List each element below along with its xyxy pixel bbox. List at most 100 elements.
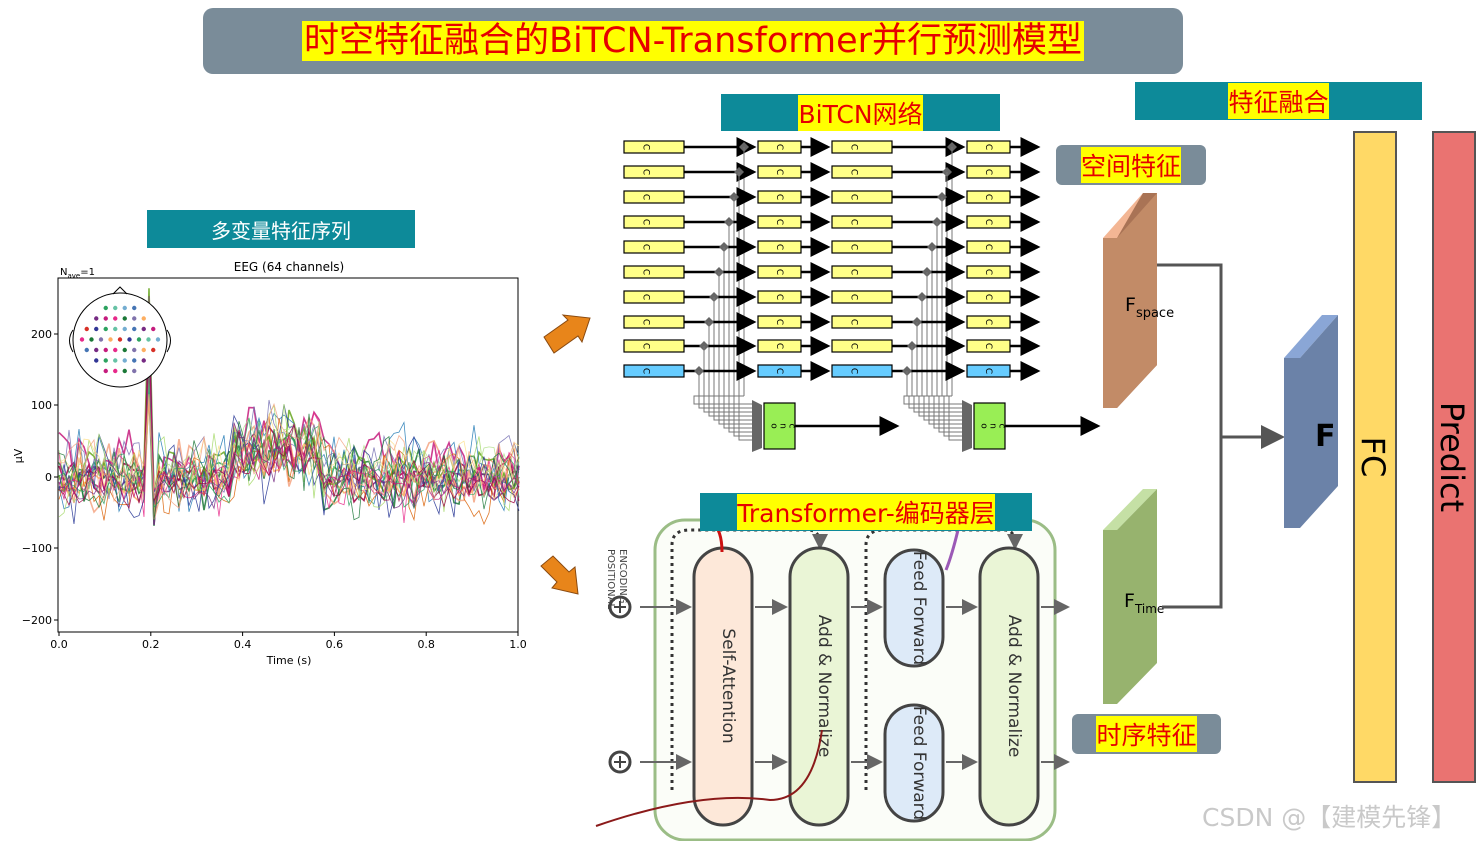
spatial-label-box: 空间特征: [1056, 145, 1206, 185]
tcn-cell: [831, 165, 893, 179]
transformer-label-box: Transformer-编码器层: [700, 493, 1032, 531]
tcn-cell-label: C: [983, 269, 993, 275]
eeg-ytick-label: −100: [22, 542, 52, 555]
tcn-cell: [831, 265, 893, 279]
page-title: 时空特征融合的BiTCN-Transformer并行预测模型: [301, 21, 1085, 61]
eeg-xtick-label: 0.8: [417, 638, 435, 651]
tcn-cell-label: C: [983, 294, 993, 300]
watermark: CSDN @【建模先锋】: [1202, 803, 1457, 832]
tcn-cell: [831, 290, 893, 304]
tcn-cell-label: C: [641, 194, 651, 200]
temporal-label: 时序特征: [1096, 716, 1197, 752]
tcn-cell: [623, 165, 685, 179]
eeg-title: EEG (64 channels): [234, 260, 344, 274]
ftime-block: FTime: [1103, 489, 1164, 704]
tcn-cell: [623, 364, 685, 378]
tcn-cell: [623, 140, 685, 154]
predict-label: Predict: [1433, 402, 1471, 512]
feed-forward-label-2: Feed Forward: [909, 706, 929, 820]
fusion-label: 特征融合: [1228, 83, 1329, 119]
transformer-label: Transformer-编码器层: [737, 494, 995, 530]
arrow-to-transformer-icon: [540, 555, 579, 595]
concat-label: n: [988, 423, 998, 429]
tcn-cell: [623, 215, 685, 229]
tcn-cell-label: C: [849, 169, 859, 175]
tcn-cell: [831, 364, 893, 378]
tcn-cell: [831, 215, 893, 229]
concat-label: o: [979, 423, 989, 429]
eeg-traces: [58, 288, 520, 526]
multivariate-label-box: 多变量特征序列: [147, 210, 415, 248]
add-normalize-label-1: Add & Normalize: [814, 615, 834, 758]
add-normalize-block-2: [978, 546, 1040, 827]
tcn-cell-label: C: [774, 219, 784, 225]
tcn-cell-label: C: [849, 319, 859, 325]
tcn-cell-label: C: [849, 244, 859, 250]
self-attention-label: Self-Attention: [718, 628, 738, 743]
tcn-cell-label: C: [983, 368, 993, 374]
tcn-cell: [831, 339, 893, 353]
feed-forward-block-1: [883, 548, 945, 668]
tcn-cell: [831, 190, 893, 204]
eeg-xtick-label: 0.6: [326, 638, 344, 651]
tcn-cell-label: C: [849, 144, 859, 150]
positional-encoding-icon: [608, 595, 632, 619]
eeg-ylabel: μV: [12, 448, 25, 463]
tcn-cell-label: C: [774, 194, 784, 200]
encoding-label: ENCODING: [617, 549, 628, 604]
eeg-ytick-label: 100: [31, 399, 52, 412]
tcn-cell-label: C: [641, 169, 651, 175]
spatial-label: 空间特征: [1080, 147, 1181, 183]
concat-label: n: [778, 423, 788, 429]
head-topomap-icon: [69, 286, 171, 388]
tcn-cell-label: C: [641, 244, 651, 250]
eeg-xtick-label: 1.0: [509, 638, 527, 651]
tcn-cell-label: C: [774, 319, 784, 325]
ftime-label: FTime: [1124, 590, 1164, 616]
tcn-cell: [831, 315, 893, 329]
positional-encoding-icon-2: [608, 750, 632, 774]
positional-label: POSITIONAL: [605, 549, 616, 609]
tcn-cell-label: C: [774, 144, 784, 150]
tcn-cell-label: C: [849, 219, 859, 225]
tcn-cell-label: C: [983, 343, 993, 349]
tcn-cell-label: C: [983, 319, 993, 325]
tcn-cell-label: C: [641, 368, 651, 374]
temporal-label-box: 时序特征: [1072, 714, 1221, 754]
add-normalize-block-1: [788, 546, 850, 827]
arrow-to-bitcn-icon: [543, 314, 591, 354]
tcn-cell-label: C: [641, 219, 651, 225]
tcn-cell-label: C: [849, 368, 859, 374]
tcn-cell-label: C: [849, 294, 859, 300]
tcn-cell-label: C: [774, 343, 784, 349]
tcn-cell: [623, 240, 685, 254]
tcn-cell: [623, 290, 685, 304]
tcn-cell-label: C: [641, 343, 651, 349]
concat-label: c: [997, 424, 1007, 429]
tcn-cell-label: C: [849, 269, 859, 275]
tcn-cell: [623, 190, 685, 204]
tcn-cell-label: C: [774, 169, 784, 175]
tcn-cell-label: C: [983, 169, 993, 175]
tcn-cell-label: C: [774, 244, 784, 250]
concat-label: o: [769, 423, 779, 429]
tcn-cell: [831, 240, 893, 254]
tcn-cell-label: C: [849, 194, 859, 200]
tcn-cell-label: C: [983, 144, 993, 150]
tcn-cell-label: C: [983, 244, 993, 250]
tcn-cell-label: C: [641, 319, 651, 325]
bitcn-label: BiTCN网络: [798, 94, 923, 131]
tcn-cell-label: C: [983, 194, 993, 200]
eeg-ytick-label: 0: [45, 471, 52, 484]
bitcn-label-box: BiTCN网络: [721, 94, 1000, 131]
tcn-cell: [831, 140, 893, 154]
tcn-cell-label: C: [774, 368, 784, 374]
tcn-cell-label: C: [641, 294, 651, 300]
feed-forward-label-1: Feed Forward: [909, 551, 929, 665]
tcn-cell-label: C: [641, 144, 651, 150]
feed-forward-block-2: [883, 703, 945, 823]
